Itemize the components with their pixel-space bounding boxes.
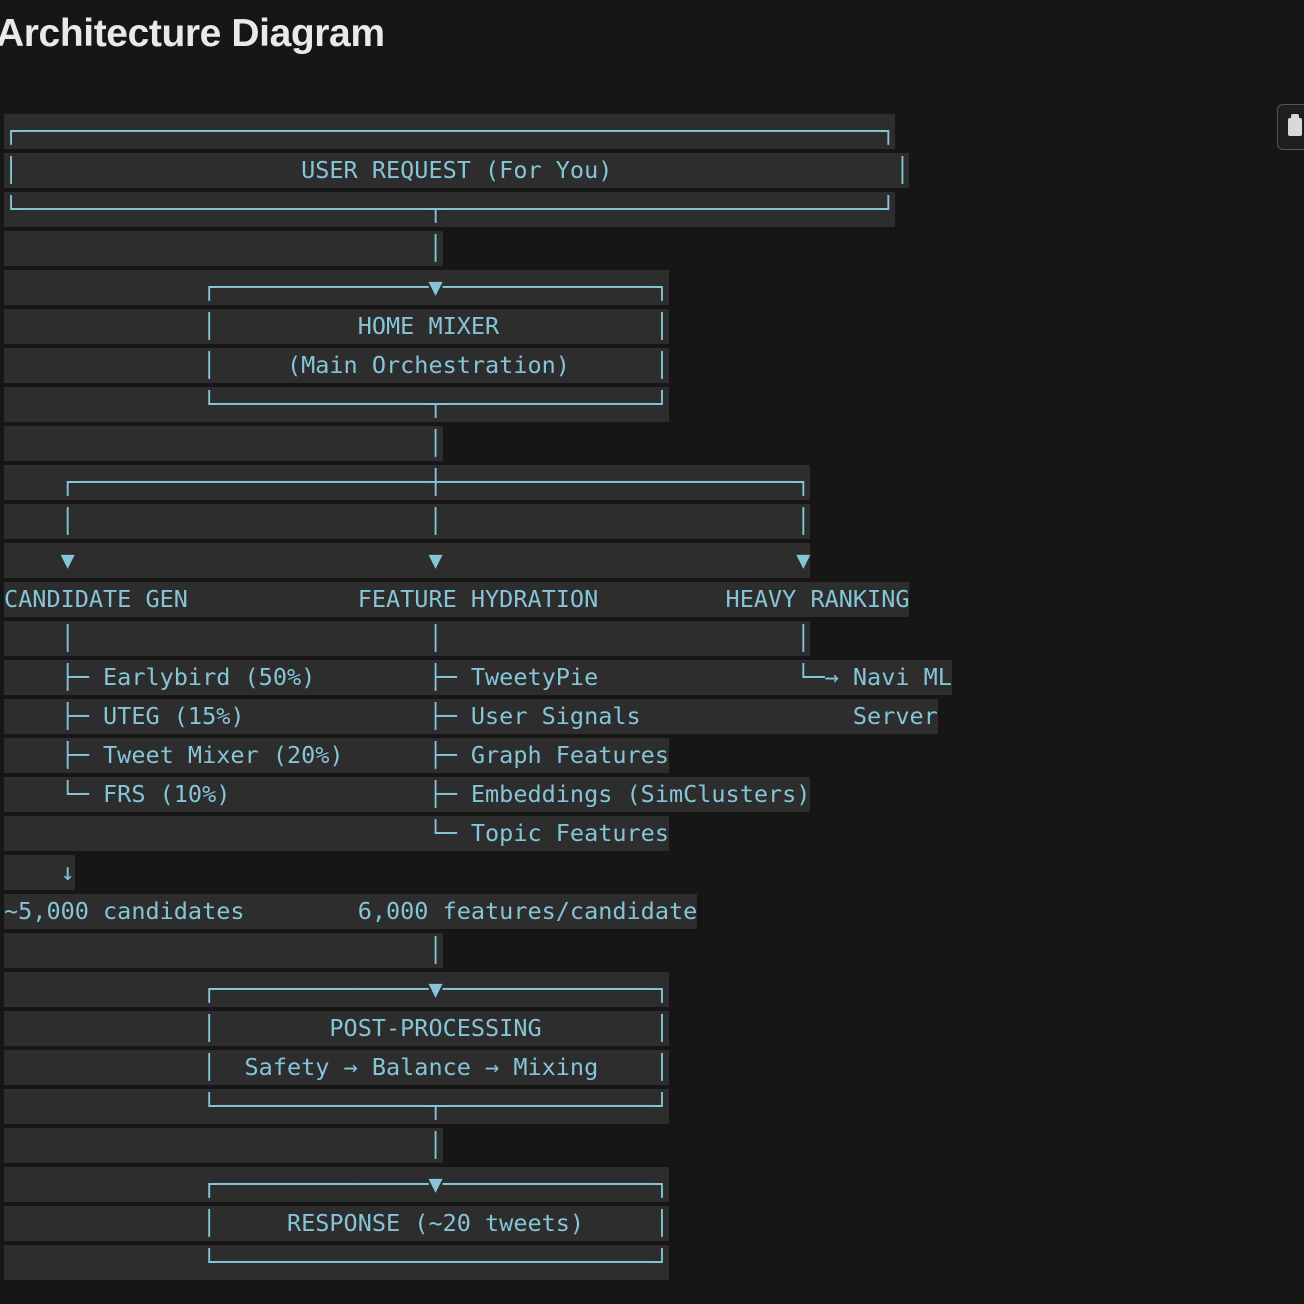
diagram-line-stage-item: └─ FRS (10%) ├─ Embeddings (SimClusters)	[4, 777, 811, 812]
section-heading: Architecture Diagram	[0, 12, 385, 55]
clipboard-icon	[1288, 114, 1302, 136]
diagram-line-stage-item: └─ Topic Features	[4, 816, 669, 851]
diagram-line-branch-arrows: ▼ ▼ ▼	[4, 543, 811, 578]
diagram-line-user-request-top: ┌───────────────────────────────────────…	[4, 114, 896, 149]
diagram-line-connector: │	[4, 426, 443, 461]
diagram-line-main-orchestration: │ (Main Orchestration) │	[4, 348, 669, 383]
diagram-line-counts: ~5,000 candidates 6,000 features/candida…	[4, 894, 698, 929]
diagram-line-response-top: ┌───────────────▼───────────────┐	[4, 1167, 669, 1202]
diagram-line-user-request: │ USER REQUEST (For You) │	[4, 153, 910, 188]
code-block: ┌───────────────────────────────────────…	[4, 114, 1004, 1284]
diagram-line-home-mixer-bottom: └───────────────┬───────────────┘	[4, 387, 669, 422]
diagram-line-branch-stems: │ │ │	[4, 504, 811, 539]
diagram-line-user-request-bottom: └─────────────────────────────┬─────────…	[4, 192, 896, 227]
diagram-line-post-processing-top: ┌───────────────▼───────────────┐	[4, 972, 669, 1007]
diagram-line-stage-stems: │ │ │	[4, 621, 811, 656]
diagram-line-response-bottom: └───────────────────────────────┘	[4, 1245, 669, 1280]
diagram-line-response: │ RESPONSE (~20 tweets) │	[4, 1206, 669, 1241]
diagram-line-home-mixer-top: ┌───────────────▼───────────────┐	[4, 270, 669, 305]
diagram-line-connector: │	[4, 1128, 443, 1163]
diagram-line-down-arrow: ↓	[4, 855, 75, 890]
diagram-line-stage-headers: CANDIDATE GEN FEATURE HYDRATION HEAVY RA…	[4, 582, 910, 617]
diagram-line-stage-item: ├─ UTEG (15%) ├─ User Signals Server	[4, 699, 938, 734]
diagram-line-stage-item: ├─ Earlybird (50%) ├─ TweetyPie └─→ Navi…	[4, 660, 952, 695]
copy-code-button[interactable]	[1277, 104, 1304, 150]
diagram-line-post-processing-bottom: └───────────────┬───────────────┘	[4, 1089, 669, 1124]
diagram-line-stage-item: ├─ Tweet Mixer (20%) ├─ Graph Features	[4, 738, 669, 773]
diagram-line-post-processing: │ POST-PROCESSING │	[4, 1011, 669, 1046]
diagram-line-branch: ┌─────────────────────────┼─────────────…	[4, 465, 811, 500]
diagram-line-home-mixer: │ HOME MIXER │	[4, 309, 669, 344]
diagram-line-connector: │	[4, 933, 443, 968]
diagram-line-safety-balance-mixing: │ Safety → Balance → Mixing │	[4, 1050, 669, 1085]
diagram-line-connector: │	[4, 231, 443, 266]
